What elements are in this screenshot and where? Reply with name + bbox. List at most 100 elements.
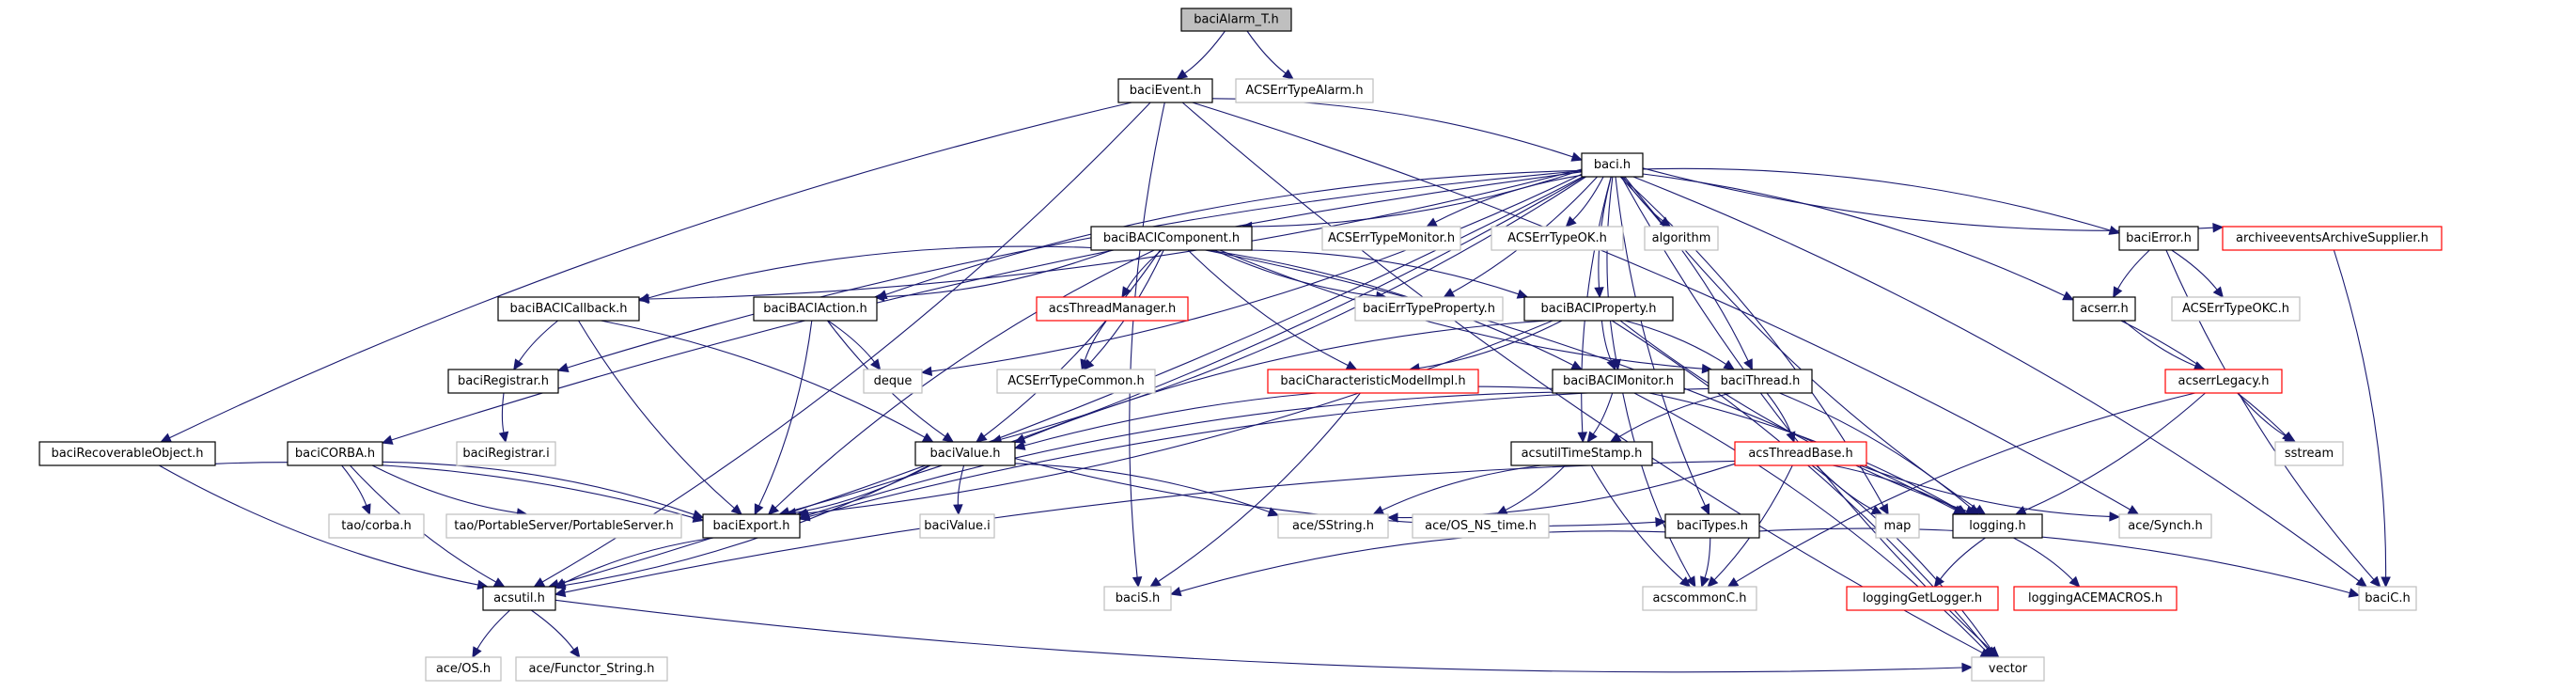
node-box	[1321, 226, 1461, 251]
node-label: ace/Functor_String.h	[529, 662, 655, 676]
arrowhead-icon	[1345, 360, 1358, 370]
node-baciRegistrar_i: baciRegistrar.i	[456, 441, 556, 466]
node-box	[1267, 369, 1479, 394]
node-baciS: baciS.h	[1103, 586, 1172, 611]
node-baciBACIAction[interactable]: baciBACIAction.h	[753, 296, 878, 322]
node-box	[1644, 226, 1719, 251]
edge-baci-to-acserr	[1642, 173, 2066, 297]
arrowhead-icon	[1987, 646, 1998, 659]
edges-layer	[159, 30, 2391, 673]
node-acsutilTimeStamp[interactable]: acsutilTimeStamp.h	[1510, 441, 1653, 466]
edge-baciEvent-to-ace_Synch	[1192, 102, 2131, 511]
arrowhead-icon	[730, 504, 742, 515]
node-baciThread[interactable]: baciThread.h	[1708, 369, 1813, 394]
node-acsThreadBase[interactable]: acsThreadBase.h	[1734, 441, 1867, 466]
arrowhead-icon	[2062, 291, 2075, 301]
node-loggingGetLogger[interactable]: loggingGetLogger.h	[1846, 586, 1999, 611]
node-label: baciExport.h	[713, 519, 790, 533]
arrowhead-icon	[1132, 576, 1143, 589]
node-baciExport[interactable]: baciExport.h	[702, 513, 801, 539]
arrowhead-icon	[1516, 289, 1529, 299]
edge-baciAlarm_T-to-baciEvent	[1184, 30, 1226, 74]
node-baciBACIComponent[interactable]: baciBACIComponent.h	[1090, 226, 1253, 251]
node-label: baciError.h	[2126, 231, 2192, 245]
node-label: acsutil.h	[493, 591, 545, 606]
arrowhead-icon	[754, 503, 764, 516]
node-archiveeventsArchiveSupplier[interactable]: archiveeventsArchiveSupplier.h	[2222, 226, 2443, 251]
arrowhead-icon	[921, 432, 934, 443]
node-baciValue[interactable]: baciValue.h	[914, 441, 1016, 466]
node-baciRegistrar[interactable]: baciRegistrar.h	[447, 369, 559, 394]
node-loggingACEMACROS[interactable]: loggingACEMACROS.h	[2013, 586, 2178, 611]
edge-baciRecoverableObject-to-baciExport	[214, 462, 695, 519]
arrowhead-icon	[1565, 215, 1577, 228]
arrowhead-icon	[1743, 358, 1753, 371]
node-baciBACIProperty[interactable]: baciBACIProperty.h	[1523, 296, 1674, 322]
node-acsThreadManager[interactable]: acsThreadManager.h	[1036, 296, 1189, 322]
node-baciCORBA[interactable]: baciCORBA.h	[287, 441, 383, 466]
edge-baciThread-to-acsThreadBase	[1766, 392, 1792, 433]
node-box	[2222, 226, 2443, 251]
node-acscommonC: acscommonC.h	[1642, 586, 1757, 611]
node-label: vector	[1989, 662, 2028, 676]
node-label: map	[1884, 519, 1912, 533]
node-box	[1412, 513, 1550, 539]
edge-baciBACIAction-to-deque	[827, 320, 875, 363]
node-acserr[interactable]: acserr.h	[2072, 296, 2136, 322]
node-ace_Functor_String: ace/Functor_String.h	[515, 656, 668, 682]
node-box	[1523, 296, 1674, 322]
edge-acsutilTimeStamp-to-acscommonC	[1590, 464, 1684, 581]
arrowhead-icon	[1609, 432, 1622, 443]
node-baciRecoverableObject[interactable]: baciRecoverableObject.h	[39, 441, 216, 466]
edge-baciThread-to-baciExport	[808, 387, 1710, 518]
node-baciTypes[interactable]: baciTypes.h	[1664, 513, 1760, 539]
node-tao_corba: tao/corba.h	[328, 513, 425, 539]
arrowhead-icon	[869, 358, 882, 370]
node-ace_Synch: ace/Synch.h	[2118, 513, 2212, 539]
node-label: baciC.h	[2365, 591, 2410, 606]
edge-baciValue-to-baciExport	[795, 464, 931, 513]
edge-acsutilTimeStamp-to-ace_OS_NS_time	[1505, 464, 1566, 511]
node-label: baciThread.h	[1721, 374, 1801, 388]
edge-acsThreadBase-to-logging	[1832, 464, 1959, 511]
node-ACSErrTypeOKC: ACSErrTypeOKC.h	[2171, 296, 2301, 322]
node-box	[1664, 513, 1760, 539]
node-label: ace/Synch.h	[2128, 519, 2202, 533]
node-baciCharacteristicModelImpl[interactable]: baciCharacteristicModelImpl.h	[1267, 369, 1479, 394]
node-acserrLegacy[interactable]: acserrLegacy.h	[2164, 369, 2283, 394]
edge-baciBACIComponent-to-baciBACIProperty	[1242, 249, 1519, 295]
edge-baciThread-to-acsutilTimeStamp	[1618, 392, 1732, 438]
arrowhead-icon	[2355, 576, 2368, 588]
node-ace_SString: ace/SString.h	[1277, 513, 1389, 539]
arrowhead-icon	[361, 503, 371, 516]
node-baciValue_i: baciValue.i	[919, 513, 995, 539]
edge-baci-to-archiveeventsArchiveSupplier	[1642, 167, 2214, 231]
node-baciEvent[interactable]: baciEvent.h	[1117, 78, 1213, 103]
arrowhead-icon	[1726, 576, 1740, 588]
arrowhead-icon	[160, 432, 172, 443]
node-baciError[interactable]: baciError.h	[2118, 226, 2199, 251]
node-baciAlarm_T[interactable]: baciAlarm_T.h	[1180, 8, 1292, 32]
node-baci[interactable]: baci.h	[1581, 152, 1644, 178]
node-baciBACIMonitor[interactable]: baciBACIMonitor.h	[1552, 369, 1685, 394]
edge-baciBACIComponent-to-baciBACICallback	[648, 245, 1092, 299]
node-box	[447, 369, 559, 394]
node-label: ACSErrTypeOK.h	[1507, 231, 1607, 245]
node-acsutil[interactable]: acsutil.h	[482, 586, 556, 611]
arrowhead-icon	[1679, 576, 1692, 588]
edge-baciCharacteristicModelImpl-to-baciS	[1158, 392, 1361, 582]
node-box	[1277, 513, 1389, 539]
edge-baciValue-to-ace_SString	[1014, 463, 1270, 513]
node-box	[2164, 369, 2283, 394]
edge-baciError-to-ACSErrTypeOKC	[2171, 249, 2218, 291]
node-label: baciBACIAction.h	[763, 302, 867, 316]
arrowhead-icon	[2284, 432, 2297, 443]
node-box	[2274, 441, 2344, 466]
node-logging[interactable]: logging.h	[1952, 513, 2043, 539]
edge-acsThreadBase-to-acsutil	[564, 460, 1736, 593]
node-baciBACICallback[interactable]: baciBACICallback.h	[497, 296, 640, 322]
edge-baciBACIComponent-to-baciBACIAction	[883, 249, 1113, 298]
edge-baciBACICallback-to-baciRegistrar	[518, 320, 559, 362]
arrowhead-icon	[570, 646, 581, 658]
node-label: acsThreadManager.h	[1049, 302, 1177, 316]
